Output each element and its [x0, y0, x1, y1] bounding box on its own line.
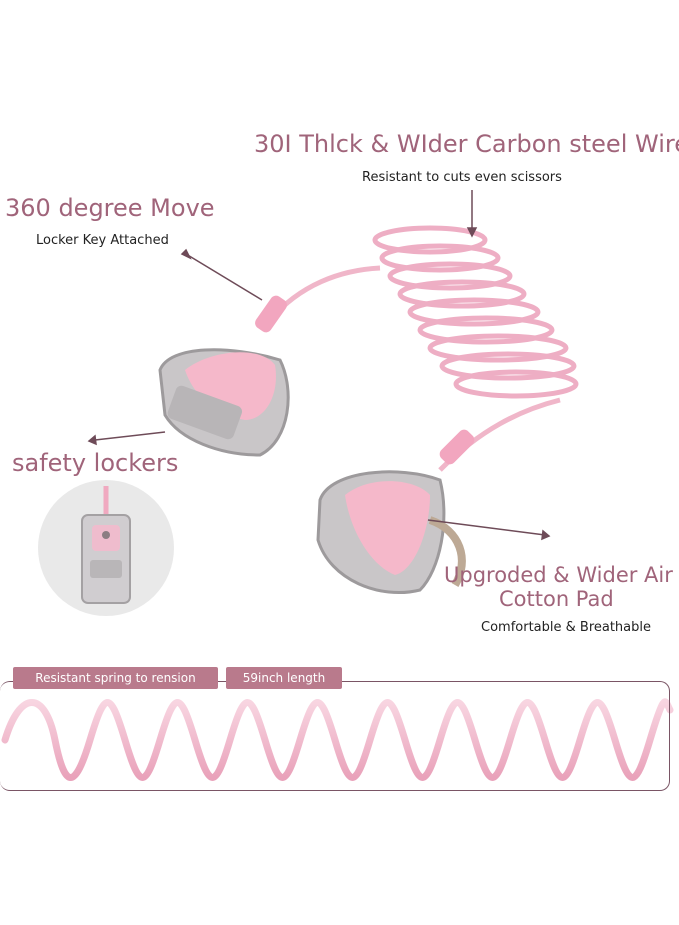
tag-length: 59inch length	[226, 667, 342, 689]
bottom-spring	[1, 698, 674, 781]
headline-wire: 30I Thlck & WIder Carbon steel Wire	[254, 130, 679, 158]
headline-pad-line2: Cotton Pad	[499, 587, 614, 611]
coil-spring-top	[372, 225, 579, 399]
spring-frame	[0, 681, 670, 791]
headline-lockers: safety lockers	[12, 449, 179, 477]
left-wristband	[158, 348, 290, 457]
headline-pad-line1: Upgroded & Wider Air	[444, 563, 673, 587]
right-wristband	[316, 470, 466, 595]
safety-locker-inset	[38, 480, 174, 616]
sub-pad: Comfortable & Breathable	[481, 620, 652, 635]
headline-move: 360 degree Move	[5, 194, 215, 222]
sub-move: Locker Key Attached	[36, 233, 169, 248]
sub-wire: Resistant to cuts even scissors	[362, 170, 562, 185]
tag-spring: Resistant spring to rension	[13, 667, 218, 689]
